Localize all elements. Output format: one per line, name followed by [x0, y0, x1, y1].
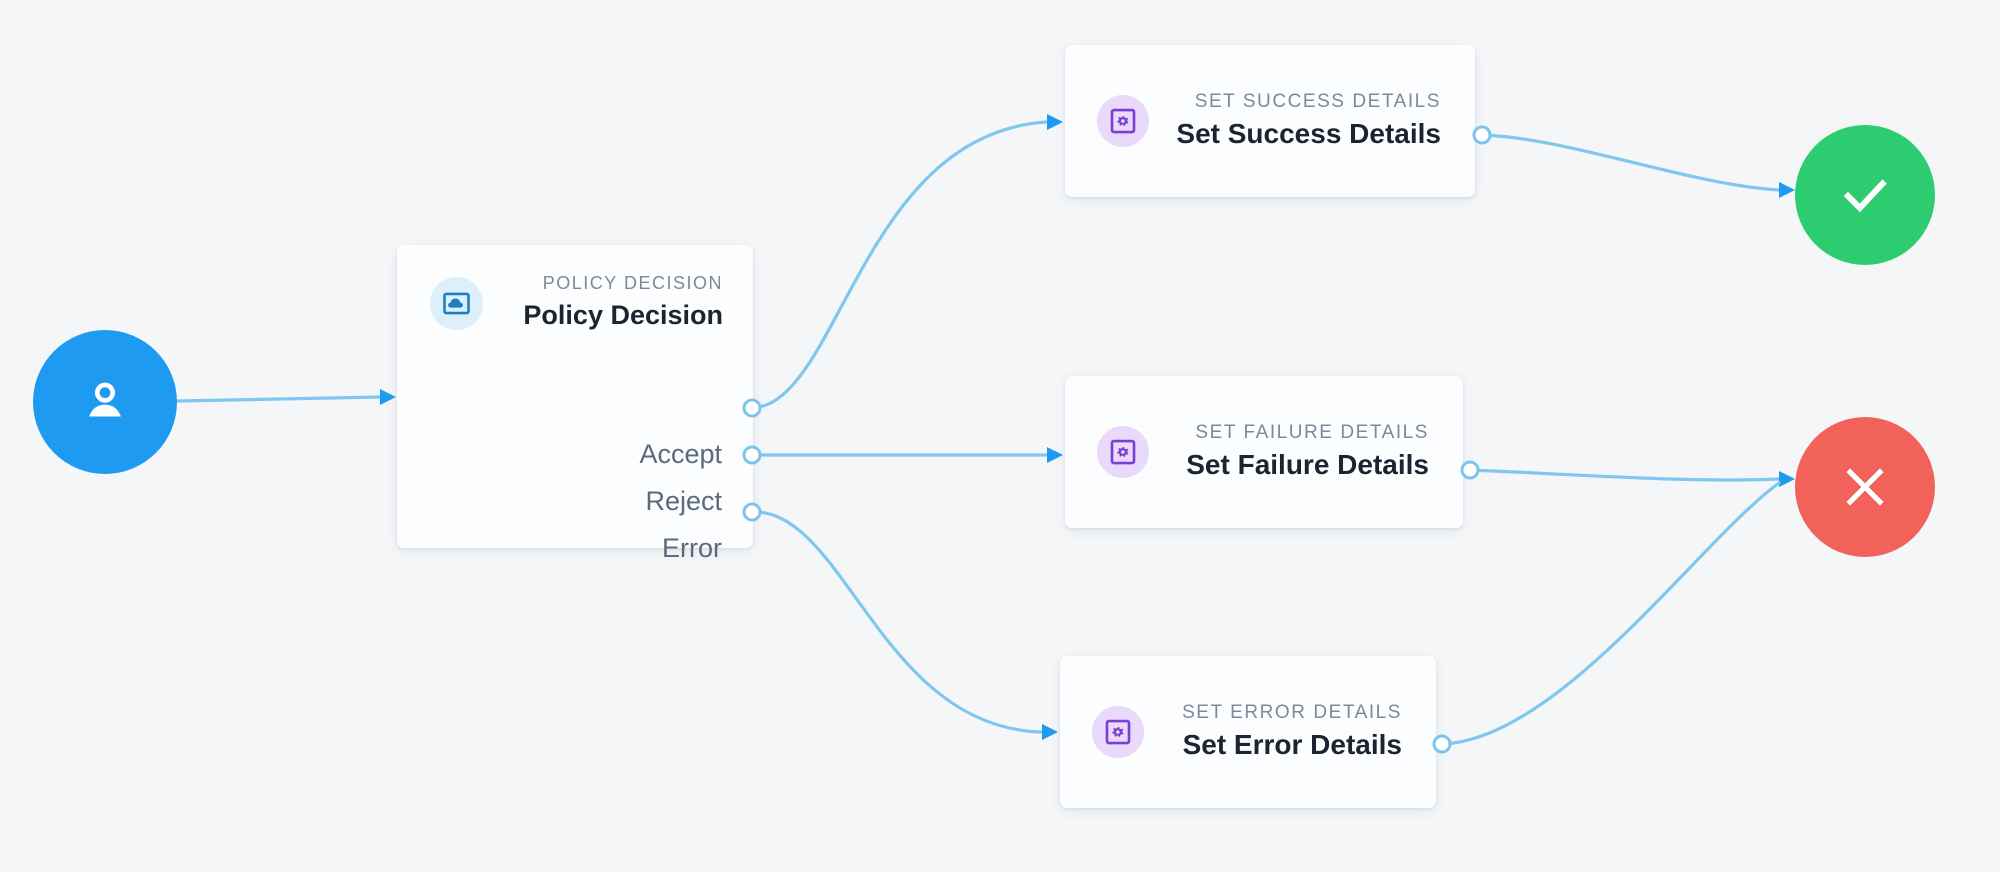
edge-path: [1468, 468, 1781, 482]
node-policy-decision[interactable]: POLICY DECISION Policy Decision Accept R…: [397, 245, 753, 562]
node-title: Policy Decision: [523, 299, 723, 330]
node-title: Set Failure Details: [1186, 449, 1429, 481]
gear-square-icon: [1092, 706, 1144, 758]
card-header: POLICY DECISION Policy Decision: [397, 245, 753, 332]
edge-error-to-set-error: [750, 510, 1058, 740]
edge-start-to-policy: [176, 389, 396, 405]
node-title: Set Error Details: [1182, 729, 1402, 761]
port-dot-reject[interactable]: [742, 445, 762, 465]
card-header-text: SET SUCCESS DETAILS Set Success Details: [1167, 91, 1441, 152]
edge-path: [750, 120, 1048, 410]
output-port-accept[interactable]: Accept: [639, 431, 722, 478]
edge-arrow: [380, 389, 396, 405]
card-header: SET FAILURE DETAILS Set Failure Details: [1065, 376, 1463, 528]
edge-arrow: [1047, 447, 1063, 463]
edge-accept-to-set-success: [750, 114, 1063, 410]
cloud-image-icon: [430, 277, 483, 330]
card-header-text: POLICY DECISION Policy Decision: [495, 273, 723, 332]
edge-set-error-to-failure: [1440, 481, 1781, 746]
node-kicker: SET SUCCESS DETAILS: [1194, 90, 1441, 112]
card-header-text: SET FAILURE DETAILS Set Failure Details: [1167, 422, 1429, 483]
port-dot-set-success-out[interactable]: [1472, 125, 1492, 145]
node-kicker: POLICY DECISION: [542, 273, 723, 293]
edge-arrow: [1779, 471, 1795, 487]
edge-set-failure-to-failure: [1468, 468, 1795, 487]
node-title: Set Success Details: [1176, 118, 1441, 150]
port-dot-set-failure-out[interactable]: [1460, 460, 1480, 480]
output-port-reject[interactable]: Reject: [645, 478, 722, 525]
port-dot-set-error-out[interactable]: [1432, 734, 1452, 754]
success-end-node[interactable]: [1795, 125, 1935, 265]
edge-path: [1440, 481, 1781, 746]
port-dot-error[interactable]: [742, 502, 762, 522]
edge-arrow: [1047, 114, 1063, 130]
card-header: SET SUCCESS DETAILS Set Success Details: [1065, 45, 1475, 197]
user-icon: [77, 374, 133, 430]
port-dot-accept[interactable]: [742, 398, 762, 418]
close-x-icon: [1837, 459, 1893, 515]
card-header-text: SET ERROR DETAILS Set Error Details: [1162, 702, 1402, 763]
edge-path: [750, 510, 1044, 734]
failure-end-node[interactable]: [1795, 417, 1935, 557]
edge-path: [176, 395, 382, 403]
edge-arrow: [1042, 724, 1058, 740]
port-label: Error: [662, 533, 722, 563]
port-label: Accept: [639, 439, 722, 469]
port-label: Reject: [645, 486, 722, 516]
gear-square-icon: [1097, 426, 1149, 478]
node-kicker: SET FAILURE DETAILS: [1195, 421, 1429, 443]
node-kicker: SET ERROR DETAILS: [1182, 701, 1402, 723]
output-port-error[interactable]: Error: [662, 525, 722, 572]
edge-path: [1480, 133, 1781, 192]
node-set-failure-details[interactable]: SET FAILURE DETAILS Set Failure Details: [1065, 376, 1463, 528]
edge-reject-to-set-failure: [756, 447, 1063, 463]
card-header: SET ERROR DETAILS Set Error Details: [1060, 656, 1436, 808]
node-set-error-details[interactable]: SET ERROR DETAILS Set Error Details: [1060, 656, 1436, 808]
edge-set-success-to-success: [1480, 133, 1795, 198]
edge-arrow: [1779, 182, 1795, 198]
gear-square-icon: [1097, 95, 1149, 147]
start-node[interactable]: [33, 330, 177, 474]
output-ports: Accept Reject Error: [639, 431, 722, 572]
node-set-success-details[interactable]: SET SUCCESS DETAILS Set Success Details: [1065, 45, 1475, 197]
check-icon: [1834, 164, 1896, 226]
